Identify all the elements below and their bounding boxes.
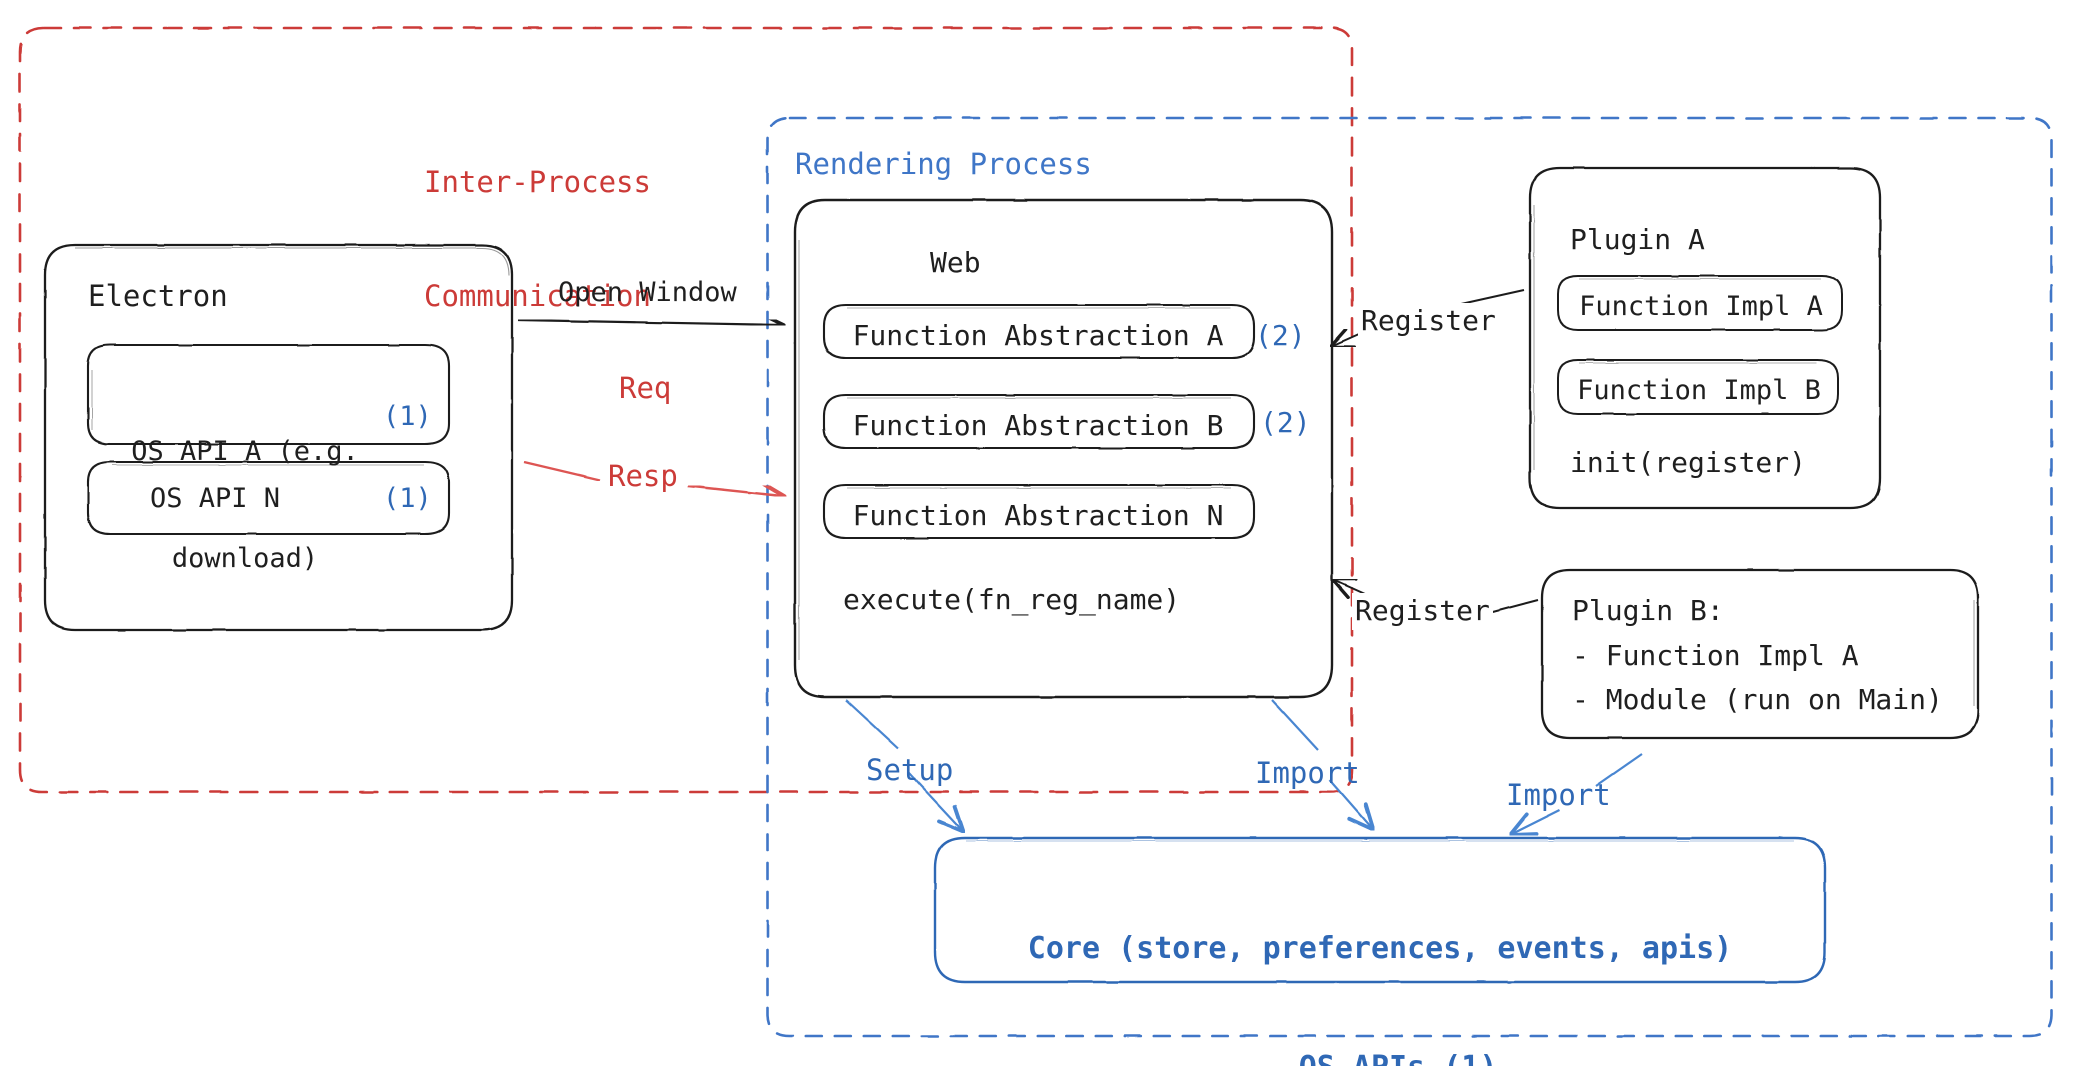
function-abstraction-b-box (822, 393, 1256, 450)
os-api-n-box (86, 460, 451, 536)
plugin-a-impl-a-label: Function Impl A (1579, 291, 1823, 322)
ipc-group-label: Inter-Process Communication (424, 86, 651, 392)
os-api-a-label: OS API A (e.g. download) (100, 363, 390, 648)
edge-register-plugin-a-label: Register (1358, 303, 1499, 340)
function-impl-b-box (1557, 359, 1839, 415)
core-line-1: Core (store, preferences, events, apis) (1027, 931, 1733, 967)
plugin-b-title: Plugin B: (1572, 594, 1724, 627)
function-abstraction-a-box (822, 303, 1256, 360)
edge-setup-label: Setup (866, 753, 954, 787)
function-abstraction-a-tag: (2) (1255, 319, 1306, 352)
plugin-b-line-1: - Function Impl A (1572, 639, 1859, 672)
edge-import-web (1271, 699, 1376, 832)
edge-import-web-label: Import (1255, 756, 1360, 790)
rendering-group-label: Rendering Process (795, 147, 1092, 181)
function-abstraction-a-label: Function Abstraction A (852, 319, 1224, 352)
plugin-a-title: Plugin A (1570, 223, 1705, 256)
core-box (933, 836, 1827, 984)
core-line-2: - OS APIs (1) (935, 1048, 1825, 1066)
function-abstraction-b-tag: (2) (1260, 406, 1311, 439)
edge-resp (523, 460, 787, 508)
function-abstraction-n-box (822, 483, 1256, 540)
ipc-group-label-line2: Communication (424, 279, 651, 314)
os-api-a-box (86, 343, 451, 446)
ipc-group-label-line1: Inter-Process (424, 164, 651, 199)
os-api-n-tag: (1) (383, 483, 432, 514)
edge-setup (845, 699, 966, 834)
plugin-a-impl-b-label: Function Impl B (1577, 375, 1821, 406)
function-abstraction-n-label: Function Abstraction N (852, 499, 1224, 532)
edge-import-plugin-b (1508, 753, 1643, 837)
rendering-group-border (766, 116, 2053, 1038)
web-footer: execute(fn_reg_name) (843, 583, 1181, 616)
edge-open-window (517, 311, 787, 338)
edge-req-label: Req (613, 369, 678, 408)
os-api-a-tag: (1) (383, 401, 432, 432)
electron-title: Electron (88, 279, 228, 313)
edge-register-plugin-b-label: Register (1352, 593, 1493, 630)
core-text: Core (store, preferences, events, apis) … (935, 850, 1825, 1066)
function-abstraction-b-label: Function Abstraction B (852, 409, 1224, 442)
os-api-n-label: OS API N (149, 483, 281, 514)
plugin-b-line-2: - Module (run on Main) (1572, 683, 1943, 716)
edge-resp-label: Resp (602, 457, 684, 496)
ipc-group-border (18, 26, 1354, 794)
web-title: Web (930, 246, 981, 279)
os-api-a-line1: OS API A (e.g. (131, 436, 359, 468)
plugin-a-footer: init(register) (1570, 446, 1807, 479)
plugin-a-box (1528, 166, 1882, 510)
edge-open-window-label: Open Window (558, 277, 737, 308)
edge-import-plugin-b-label: Import (1506, 778, 1611, 812)
function-impl-a-box (1557, 275, 1843, 331)
os-api-a-line2: download) (171, 543, 319, 575)
plugin-b-box (1540, 568, 1980, 740)
